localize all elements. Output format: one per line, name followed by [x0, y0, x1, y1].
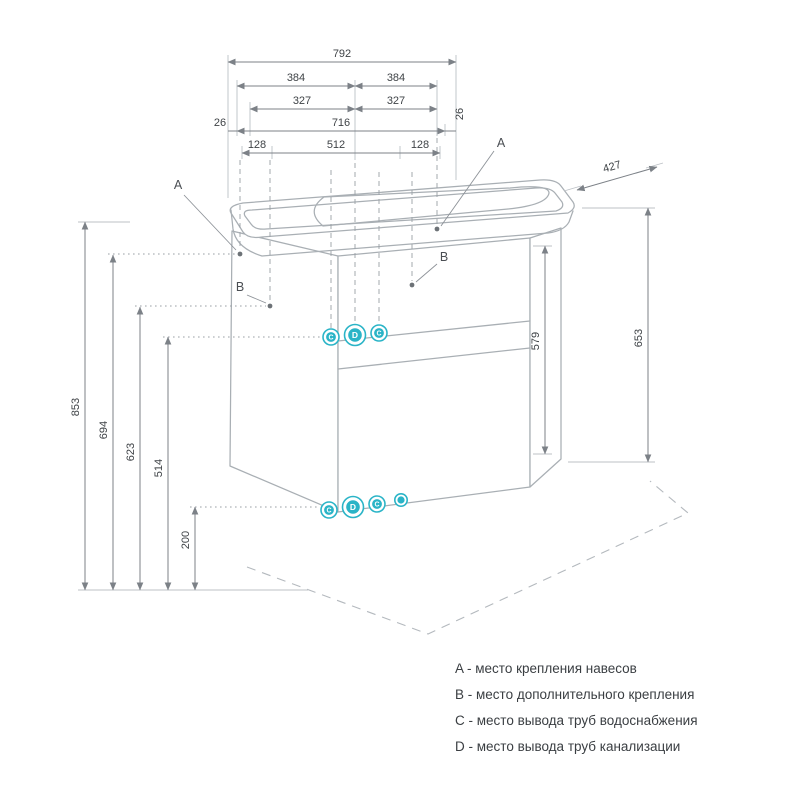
dim-384b-label: 384: [387, 72, 405, 84]
mount-point-b-right: [409, 282, 415, 288]
drawer-gap-line-bottom: [337, 347, 531, 370]
leader-line: [440, 150, 495, 227]
legend-item-a: A - место крепления навесов: [455, 661, 637, 676]
dim-716-label: 716: [332, 117, 350, 129]
drawer-gap-line-top: [337, 320, 531, 342]
dimension-327-left: 327: [249, 95, 356, 113]
mount-point-a-right: [434, 226, 440, 232]
legend-item-d: D - место вывода труб канализации: [455, 739, 681, 754]
outlet-c-letter: C: [326, 508, 331, 515]
dim-792-label: 792: [333, 48, 351, 60]
dim-26-left-label: 26: [214, 117, 226, 129]
marker-a-right-label: A: [497, 136, 506, 150]
washbasin-drawing: [229, 179, 575, 257]
outlet-c-lower-right: C: [368, 495, 386, 513]
cabinet-left-face: [229, 230, 339, 513]
dim-623-label: 623: [125, 443, 137, 461]
legend: A - место крепления навесов B - место до…: [455, 656, 698, 760]
dimension-623: 623: [125, 306, 144, 591]
dimension-792: 792: [227, 48, 457, 66]
dim-853-label: 853: [70, 398, 82, 416]
cabinet-front-face: [337, 237, 531, 513]
dim-653-label: 653: [633, 329, 645, 347]
dimension-514: 514: [153, 336, 172, 591]
extension-line: [563, 185, 582, 192]
dim-427-label: 427: [602, 159, 623, 176]
dim-26-right-label: 26: [454, 108, 466, 120]
sink-inner-rim: [243, 187, 564, 230]
mounting-markers: A A B B: [174, 136, 506, 309]
sink-bowl-outline: [313, 186, 550, 227]
legend-item-b: B - место дополнительного крепления: [455, 687, 695, 702]
dimension-853: 853: [70, 221, 89, 591]
floor-outline: [246, 480, 690, 635]
dim-512-label: 512: [327, 139, 345, 151]
outlet-c-letter: C: [376, 331, 381, 338]
outlet-c-lower-left: C: [320, 501, 338, 519]
mount-point-a-left: [237, 251, 243, 257]
cabinet-drawing: [229, 227, 562, 513]
dim-694-label: 694: [98, 421, 110, 439]
marker-b-right-label: B: [440, 250, 448, 264]
dimension-384-left: 384: [236, 72, 356, 90]
outlet-ring-lower-extra: [393, 492, 408, 507]
dimension-579: 579: [530, 245, 549, 455]
dimension-384-right: 384: [354, 72, 438, 90]
dim-128a-label: 128: [248, 139, 266, 151]
dim-514-label: 514: [153, 459, 165, 477]
dimension-716: 716 26 26: [214, 108, 466, 135]
marker-a-left-label: A: [174, 178, 183, 192]
dim-327b-label: 327: [387, 95, 405, 107]
dim-200-label: 200: [180, 531, 192, 549]
leader-line: [183, 194, 237, 251]
outlet-c-upper-right: C: [370, 324, 388, 342]
construction-lines: [108, 138, 438, 508]
outlet-d-letter: D: [350, 502, 356, 512]
dimension-200: 200: [180, 506, 199, 591]
outlet-c-upper-left: C: [322, 328, 340, 346]
mount-point-b-left: [267, 303, 273, 309]
marker-b-left-label: B: [236, 280, 244, 294]
leader-line: [415, 263, 438, 283]
dimension-327-right: 327: [354, 95, 438, 113]
dim-128b-label: 128: [411, 139, 429, 151]
dimension-128-512-128: 128 512 128: [241, 139, 441, 157]
outlet-d-upper: D: [343, 323, 367, 347]
outlet-c-letter: C: [374, 502, 379, 509]
sink-front-thickness: [230, 209, 574, 257]
outlet-d-letter: D: [352, 330, 358, 340]
leader-line: [246, 294, 267, 304]
dim-579-label: 579: [530, 332, 542, 350]
dim-384a-label: 384: [287, 72, 305, 84]
pipe-outlets-upper: C D C: [322, 323, 388, 347]
dim-327a-label: 327: [293, 95, 311, 107]
dimension-427: 427: [576, 159, 658, 192]
legend-item-c: C - место вывода труб водоснабжения: [455, 713, 698, 728]
sink-outer-rim: [229, 179, 575, 239]
outlet-c-letter: C: [328, 335, 333, 342]
dimension-694: 694: [98, 254, 117, 591]
pipe-outlets-lower: C D C: [320, 492, 408, 519]
dimension-653: 653: [633, 207, 652, 463]
outlet-d-lower: D: [341, 495, 365, 519]
